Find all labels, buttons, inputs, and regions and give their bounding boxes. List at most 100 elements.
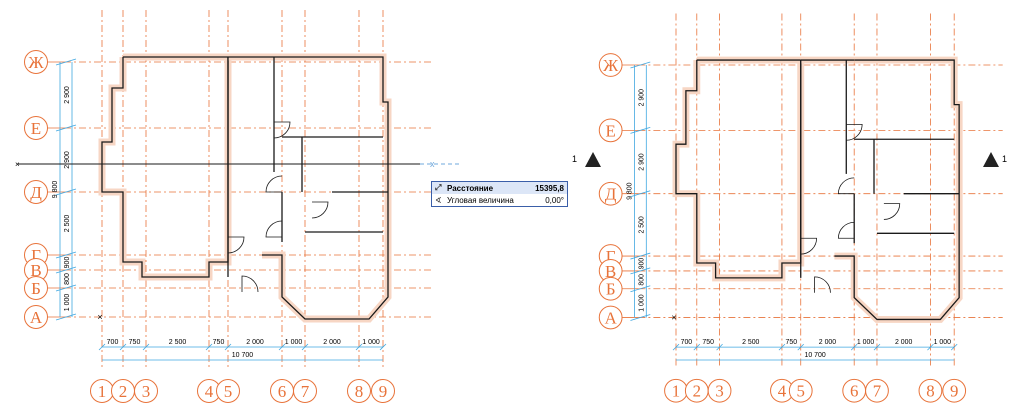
right-axis-letter-label: В	[605, 262, 616, 281]
right-axis-number-label: 2	[693, 382, 701, 401]
left-axis-letter-label: В	[30, 261, 41, 280]
right-axis-letter-label: Д	[605, 185, 617, 204]
distance-value: 15395,8	[535, 183, 564, 193]
left-dim-tick	[205, 343, 213, 351]
left-wall-outer-left	[101, 56, 229, 278]
distance-label: Расстояние	[447, 183, 494, 193]
right-dim-tick	[630, 190, 651, 198]
right-dim-label-horizontal: 700	[681, 339, 693, 346]
left-axis-bubble-number	[293, 379, 317, 403]
right-axis-number-label: 5	[797, 382, 805, 401]
right-dim-tick	[630, 126, 651, 134]
section-marker-left-icon[interactable]	[585, 152, 601, 167]
left-dim-tick	[142, 343, 150, 351]
right-axis-number-label: 7	[873, 382, 881, 401]
right-dim-tick	[950, 343, 958, 351]
left-axis-number-label: 3	[142, 382, 151, 401]
right-dim-tick	[850, 343, 858, 351]
measure-tooltip: ⤢ Расстояние 15395,8 ∢ Угловая величина …	[431, 181, 568, 207]
left-door-swing	[265, 220, 283, 238]
right-axis-bubble-number	[788, 378, 813, 403]
left-axis-number-label: 9	[379, 382, 388, 401]
left-dim-label-vertical: 900	[64, 257, 71, 269]
right-axis-bubble-number	[865, 378, 889, 403]
right-dim-label-horizontal: 750	[786, 339, 798, 346]
left-dim-label-vertical: 800	[64, 273, 71, 285]
right-dim-tick	[873, 343, 881, 351]
right-dim-label-horizontal: 2 000	[895, 339, 912, 346]
left-axis-number-label: 1	[98, 382, 107, 401]
left-door-swing	[265, 175, 283, 193]
right-dim-tick	[630, 267, 651, 275]
left-axis-number-label: 4	[205, 382, 214, 401]
right-dim-label-horizontal: 1 000	[857, 339, 874, 346]
left-door-swing	[241, 275, 259, 293]
left-dim-tick	[55, 124, 77, 132]
left-axis-letter-label: Е	[31, 119, 41, 138]
left-dim-label-vertical: 1 000	[64, 294, 71, 312]
left-axis-number-label: 5	[224, 382, 233, 401]
left-wall-outer-right-fill	[262, 53, 392, 323]
left-dim-label-vertical: 2 900	[64, 86, 71, 104]
left-dim-label-horizontal: 1 000	[285, 339, 303, 346]
right-dim-tick	[630, 252, 651, 260]
right-axis-number-label: 1	[672, 382, 680, 401]
left-dim-label-horizontal-total: 10 700	[232, 352, 254, 359]
left-dim-label-horizontal: 1 000	[362, 339, 380, 346]
right-dim-label-horizontal-total: 10 700	[805, 352, 826, 359]
right-door-swing	[814, 276, 831, 293]
right-dim-label-vertical: 2 900	[638, 89, 645, 106]
right-dim-label-horizontal: 750	[702, 339, 714, 346]
left-axis-number-label: 7	[301, 382, 310, 401]
left-dim-label-horizontal: 750	[129, 339, 141, 346]
section-marker-right-icon[interactable]	[983, 152, 999, 167]
left-dim-label-vertical: 2 900	[64, 151, 71, 169]
left-dim-label-vertical-total: 9 800	[52, 181, 59, 199]
right-door-swing	[846, 124, 863, 141]
left-axis-bubble-number	[216, 379, 240, 403]
left-dim-tick	[355, 343, 363, 351]
right-dim-label-vertical: 900	[638, 258, 645, 270]
right-axis-number-label: 3	[715, 382, 723, 401]
right-door-swing	[883, 203, 901, 220]
right-axis-number-label: 8	[926, 382, 934, 401]
left-dim-tick	[278, 343, 286, 351]
left-dim-label-horizontal: 2 000	[246, 339, 264, 346]
left-dim-label-vertical: 2 500	[64, 215, 71, 233]
left-dim-tick	[379, 343, 387, 351]
left-dim-tick	[98, 343, 106, 351]
left-dim-label-horizontal: 2 500	[169, 339, 187, 346]
left-dim-tick	[55, 266, 77, 274]
section-marker-label-right: 1	[1002, 154, 1008, 164]
right-dim-tick	[672, 343, 680, 351]
left-door-swing	[311, 201, 329, 219]
right-dim-label-vertical-total: 9 800	[626, 182, 633, 199]
left-dim-label-horizontal: 700	[107, 339, 119, 346]
right-dim-tick	[630, 285, 651, 293]
left-axis-letter-label: А	[30, 308, 43, 327]
right-dim-tick	[778, 343, 786, 351]
left-axis-letter-label: Ж	[28, 53, 44, 72]
right-axis-bubble-number	[942, 378, 967, 403]
right-dim-label-vertical: 2 900	[638, 153, 645, 170]
right-door-swing	[837, 177, 855, 195]
left-axis-bubble-number	[347, 379, 371, 403]
left-dim-tick	[55, 284, 77, 292]
snap-start-cross: ×	[15, 160, 20, 169]
left-dim-tick	[301, 343, 309, 351]
distance-icon: ⤢	[435, 183, 442, 192]
right-dim-label-horizontal: 2 500	[742, 339, 759, 346]
left-dim-tick	[119, 343, 127, 351]
right-axis-number-label: 9	[950, 382, 958, 401]
right-axis-number-label: 6	[850, 382, 858, 401]
left-axis-number-label: 2	[119, 382, 128, 401]
right-wall-outer-right	[834, 59, 960, 321]
right-dim-label-horizontal: 2 000	[819, 339, 836, 346]
right-wall-outer-right-fill	[834, 56, 963, 323]
right-axis-letter-label: А	[605, 308, 618, 327]
section-marker-label-left: 1	[572, 154, 578, 164]
snap-guide-line: × x	[15, 159, 460, 169]
